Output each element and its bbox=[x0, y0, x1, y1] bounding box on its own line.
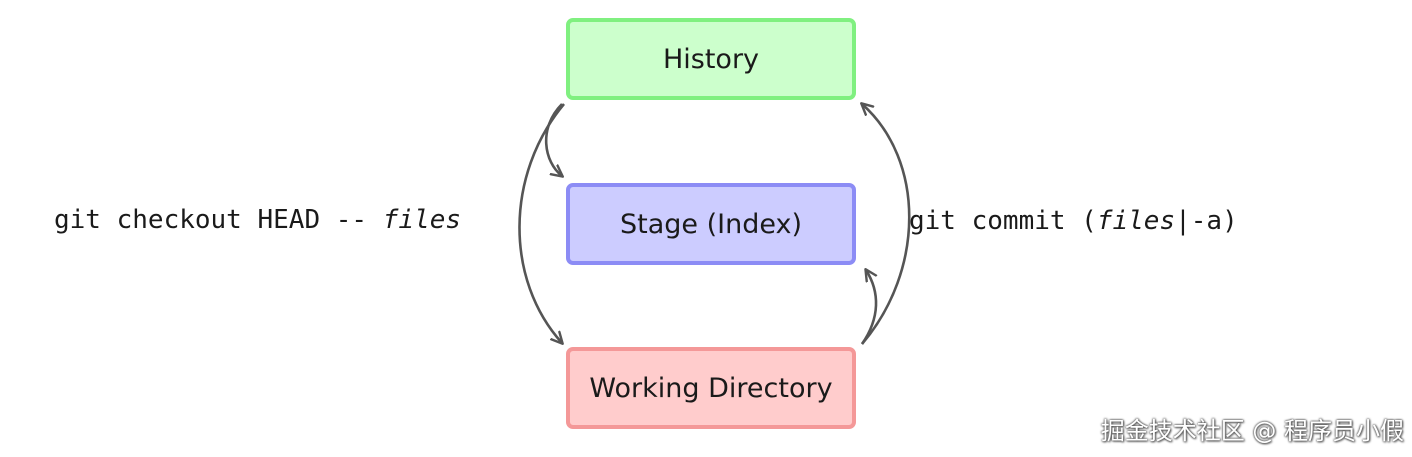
git-commit-command: git commit (files|-a) bbox=[909, 206, 1238, 236]
history-box: History bbox=[566, 18, 856, 100]
stage-label: Stage (Index) bbox=[620, 208, 802, 240]
checkout-files-text: files bbox=[382, 205, 462, 235]
working-directory-box: Working Directory bbox=[566, 347, 856, 429]
working-to-history-arrow bbox=[862, 104, 911, 345]
history-label: History bbox=[662, 43, 760, 75]
watermark: 掘金技术社区 @ 程序员小假 bbox=[1100, 417, 1404, 445]
commit-files-text: files bbox=[1096, 206, 1176, 236]
git-checkout-command: git checkout HEAD -- files bbox=[54, 205, 461, 235]
stage-index-box: Stage (Index) bbox=[566, 183, 856, 265]
commit-suffix-text: |-a) bbox=[1175, 206, 1238, 236]
working-to-stage-arrow bbox=[860, 270, 878, 345]
commit-command-text: git commit ( bbox=[909, 206, 1097, 236]
history-to-working-arrow bbox=[518, 103, 566, 343]
working-directory-label: Working Directory bbox=[589, 372, 833, 404]
checkout-command-text: git checkout HEAD -- bbox=[54, 205, 383, 235]
history-to-stage-arrow bbox=[544, 103, 562, 176]
